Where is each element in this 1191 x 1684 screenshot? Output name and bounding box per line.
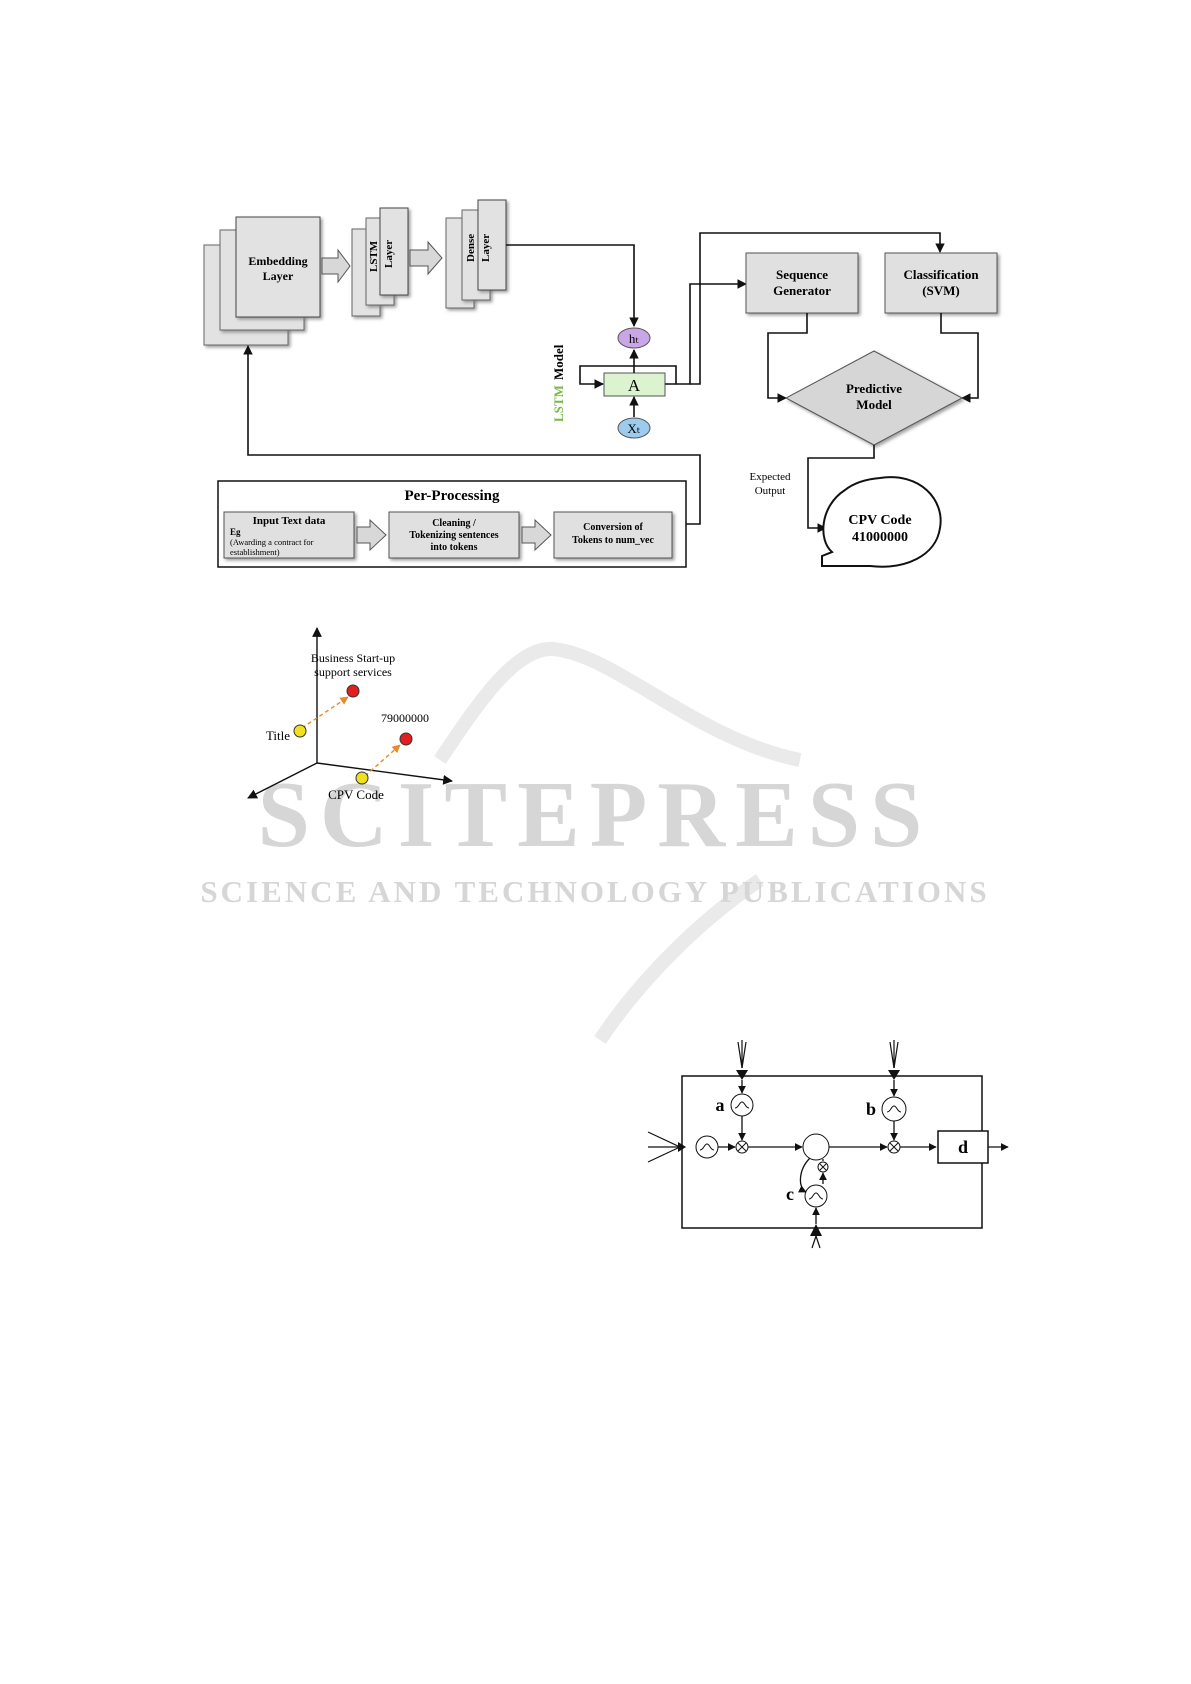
lstm-layer-label-2: Layer	[383, 240, 395, 268]
svg-text:Cleaning /: Cleaning /	[432, 518, 476, 529]
preprocessing-title: Per-Processing	[405, 488, 500, 504]
svg-text:(Awarding a contract for: (Awarding a contract for	[230, 537, 314, 547]
title-axis-label: Title	[266, 728, 290, 743]
classification-to-predictive-line	[940, 313, 979, 403]
svg-text:Predictive: Predictive	[846, 381, 902, 396]
cpv-code-bubble: CPV Code 41000000	[821, 476, 942, 568]
xt-node	[617, 417, 651, 439]
embedding-to-lstm-arrow	[321, 248, 351, 284]
architecture-diagram: Embedding Layer LSTM Layer Dense Layer L…	[203, 199, 998, 568]
svg-text:into tokens: into tokens	[431, 542, 478, 553]
preprocessing-panel: Per-Processing Input Text data Eg (Award…	[217, 480, 687, 568]
classification-svm-box: Classification (SVM)	[884, 252, 998, 314]
label-c: c	[786, 1184, 794, 1204]
predictive-model-diamond: Predictive Model	[784, 350, 964, 446]
lstm-model-word: Model	[551, 344, 566, 380]
gate-a	[730, 1093, 754, 1117]
ht-node	[617, 327, 651, 349]
xt-label: Xₜ	[627, 421, 640, 436]
embedding-label-2: Layer	[263, 269, 294, 283]
dense-layer-label-1: Dense	[465, 234, 477, 262]
svg-text:Model: Model	[856, 397, 892, 412]
label-d: d	[958, 1137, 968, 1157]
expected-output-label-1: Expected	[750, 471, 791, 483]
ht-label: hₜ	[629, 331, 640, 346]
svg-text:Generator: Generator	[773, 283, 831, 298]
cell-to-classification-line	[690, 232, 945, 385]
gate-c	[804, 1184, 828, 1208]
input-text-box	[223, 511, 355, 559]
sequence-to-predictive-line	[767, 313, 808, 403]
cpv-point	[355, 771, 369, 785]
input-squash	[695, 1135, 719, 1159]
label-a: a	[716, 1095, 725, 1115]
svg-text:Sequence: Sequence	[776, 267, 828, 282]
lstm-model-cell: LSTM Model hₜ A Xₜ	[551, 327, 677, 439]
business-label-2: support services	[314, 665, 392, 679]
title-point	[293, 724, 307, 738]
output-d-box	[937, 1130, 989, 1164]
gate-b	[881, 1096, 907, 1122]
cleaning-box	[388, 511, 520, 559]
memory-block-diagram: d a b c	[647, 1040, 1009, 1249]
embedding-label-1: Embedding	[248, 254, 307, 268]
code-point	[399, 732, 413, 746]
embedding-layer-stack: Embedding Layer	[203, 216, 321, 346]
svg-text:Conversion of: Conversion of	[583, 522, 643, 533]
watermark-sub: SCIENCE AND TECHNOLOGY PUBLICATIONS	[200, 874, 989, 909]
code-value-label: 79000000	[381, 711, 429, 725]
svg-text:(SVM): (SVM)	[922, 283, 960, 298]
cell-a-label: A	[628, 376, 641, 395]
svg-text:establishment): establishment)	[230, 547, 280, 557]
sequence-generator-box: Sequence Generator	[745, 252, 859, 314]
preprocessing-feedback-line	[243, 345, 701, 525]
lstm-to-dense-arrow	[409, 240, 443, 276]
memory-block-frame	[681, 1075, 983, 1229]
svg-text:Tokenizing sentences: Tokenizing sentences	[409, 530, 498, 541]
predictive-to-cpv-line	[807, 445, 875, 533]
svg-text:Eg: Eg	[230, 527, 241, 537]
cell-state	[802, 1133, 830, 1161]
recurrent-loop	[579, 365, 677, 389]
lstm-layer-stack: LSTM Layer	[351, 207, 409, 317]
conversion-box	[553, 511, 673, 559]
axis-y	[247, 762, 318, 799]
dense-layer-stack: Dense Layer	[445, 199, 507, 309]
svg-text:41000000: 41000000	[852, 530, 908, 545]
label-b: b	[866, 1099, 876, 1119]
svg-text:Classification: Classification	[903, 267, 979, 282]
svg-text:Tokens to num_vec: Tokens to num_vec	[572, 535, 654, 546]
dense-layer-label-2: Layer	[480, 234, 492, 262]
lstm-layer-label-1: LSTM	[368, 240, 380, 272]
dense-to-ht-line	[506, 244, 639, 327]
cpv-to-code-arrow	[364, 744, 401, 777]
cell-to-sequence-line	[676, 279, 747, 385]
axis-x	[316, 762, 453, 785]
business-point	[346, 684, 360, 698]
svg-text:CPV Code: CPV Code	[848, 513, 911, 528]
cpv-axis-label: CPV Code	[328, 787, 384, 802]
embedding-3d-sketch: Business Start-up support services 79000…	[247, 627, 453, 802]
expected-output-label-2: Output	[755, 485, 786, 497]
svg-text:Input Text data: Input Text data	[253, 515, 326, 527]
business-label-1: Business Start-up	[311, 651, 395, 665]
title-to-business-arrow	[301, 696, 349, 729]
lstm-model-green-word: LSTM	[551, 385, 566, 422]
